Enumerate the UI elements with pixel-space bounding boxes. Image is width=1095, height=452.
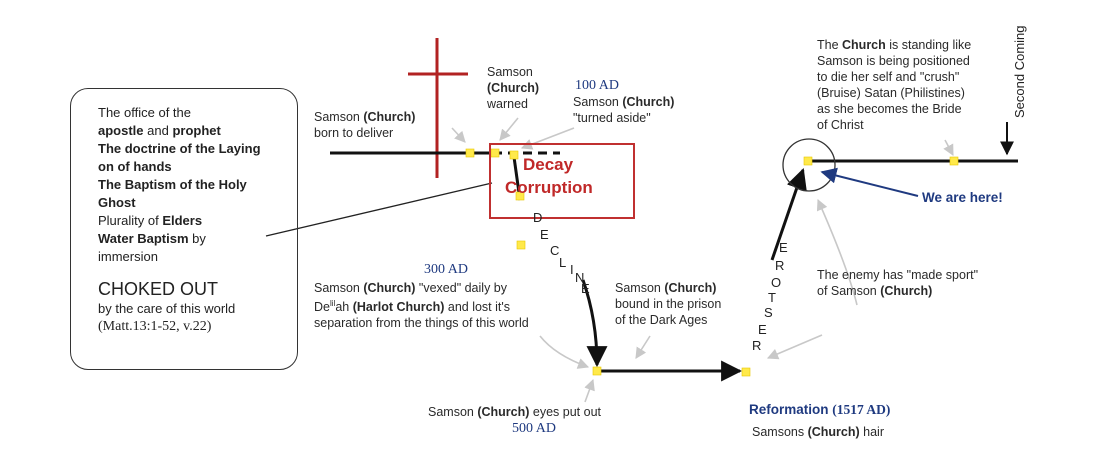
label-vexed: Samson (Church) "vexed" daily by Delilah…	[314, 281, 529, 331]
label-warned: Samson (Church) warned	[487, 65, 540, 111]
label-100ad: 100 AD	[575, 78, 619, 93]
office-line-8: Water Baptism by	[98, 231, 206, 246]
decline-letter: D	[533, 210, 543, 225]
marker-300ad	[516, 240, 526, 250]
decay-box	[489, 143, 635, 219]
restore-letter: T	[768, 290, 776, 305]
choked-out-title: CHOKED OUT	[98, 279, 219, 299]
office-line-4: on of hands	[98, 159, 172, 174]
label-500ad: 500 AD	[512, 421, 556, 436]
label-born: Samson (Church) born to deliver	[314, 110, 416, 140]
decline-letter: C	[550, 243, 560, 258]
restore-letter: S	[764, 305, 773, 320]
office-line-7: Plurality of Elders	[98, 213, 203, 228]
marker-warned	[490, 148, 500, 158]
office-box-text: The office of the apostle and prophet Th…	[98, 104, 261, 336]
choked-out-ref: (Matt.13:1-52, v.22)	[98, 319, 212, 334]
restore-letter: O	[771, 275, 782, 290]
office-line-3: The doctrine of the Laying	[98, 141, 261, 156]
office-box	[70, 88, 298, 370]
marker-500ad	[592, 366, 602, 376]
marker-present	[803, 156, 813, 166]
label-dark-ages: Samson (Church) bound in the prison of t…	[615, 281, 722, 327]
label-300ad: 300 AD	[424, 262, 468, 277]
office-line-9: immersion	[98, 249, 158, 264]
restore-letter: R	[752, 338, 762, 353]
corruption-label: Corruption	[505, 178, 593, 197]
decline-path-lower	[581, 279, 608, 368]
timeline-markers	[465, 148, 959, 377]
label-second-coming: Second Coming	[1012, 25, 1027, 119]
office-line-2: apostle and prophet	[98, 123, 221, 138]
label-turned: Samson (Church) "turned aside"	[573, 95, 675, 125]
marker-born	[465, 148, 475, 158]
restore-letter: E	[779, 240, 788, 255]
marker-decline	[515, 191, 525, 201]
decline-letter: N	[575, 270, 585, 285]
pointer-line	[265, 182, 493, 237]
choked-out-line: by the care of this world	[98, 301, 236, 316]
office-line-5: The Baptism of the Holy	[98, 177, 247, 192]
decline-letter: E	[540, 227, 549, 242]
marker-bride	[949, 156, 959, 166]
label-reformation: Reformation (1517 AD)	[749, 402, 891, 417]
decay-label: Decay	[523, 155, 574, 174]
office-line-6: Ghost	[98, 195, 136, 210]
restore-letter: R	[775, 258, 785, 273]
marker-turned	[509, 150, 519, 160]
restore-letter: E	[758, 322, 767, 337]
decline-letter: E	[581, 281, 590, 296]
decline-letter: I	[570, 262, 574, 277]
label-we-are-here: We are here!	[922, 190, 1003, 205]
label-church-standing: The Church is standing like Samson is be…	[817, 38, 972, 132]
decline-letter: L	[559, 255, 567, 270]
label-enemy: The enemy has "made sport" of Samson (Ch…	[817, 268, 979, 298]
we-are-here-arrow	[820, 167, 919, 197]
label-eyes: Samson (Church) eyes put out	[428, 405, 602, 419]
label-hair: Samsons (Church) hair	[752, 425, 884, 439]
present-circle	[782, 138, 836, 192]
callout-arrows	[451, 117, 954, 403]
marker-reformation	[741, 367, 751, 377]
office-line-1: The office of the	[98, 105, 191, 120]
restoration-arrow	[770, 168, 807, 261]
cross-icon	[408, 38, 468, 178]
